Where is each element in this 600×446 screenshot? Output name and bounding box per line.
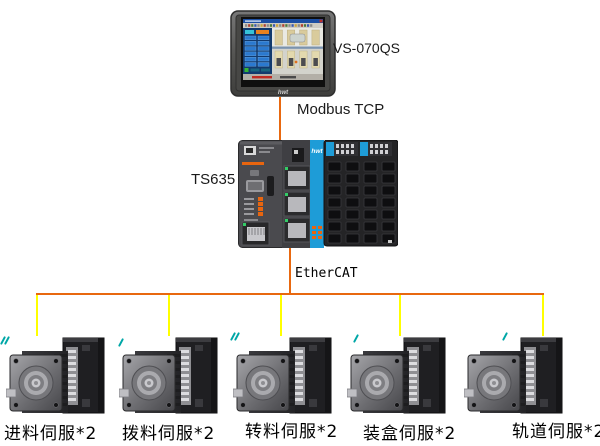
connector-plc-bus — [289, 248, 291, 293]
ethercat-bus-line — [36, 293, 544, 295]
hmi-panel-image: hwt — [230, 10, 336, 97]
servo-image-1 — [6, 337, 114, 417]
servo-label-5: 轨道伺服*2 — [512, 422, 600, 442]
servo-image-2 — [119, 337, 227, 417]
hmi-brand-logo: hwt — [278, 90, 289, 96]
drop-line-1 — [36, 295, 38, 336]
servo-label-1: 进料伺服*2 — [4, 424, 98, 444]
connector-hmi-plc — [279, 97, 281, 140]
plc-brand-logo: hwt — [311, 148, 323, 155]
drop-line-5 — [542, 295, 544, 336]
servo-label-3: 转料伺服*2 — [245, 422, 339, 442]
ethercat-label: EtherCAT — [295, 266, 358, 281]
servo-image-3 — [233, 337, 341, 417]
drop-line-2 — [168, 295, 170, 336]
hmi-model-label: VS-070QS — [333, 40, 400, 56]
servo-label-4: 装盒伺服*2 — [363, 424, 457, 444]
modbus-tcp-label: Modbus TCP — [297, 101, 385, 118]
drop-line-4 — [399, 295, 401, 336]
servo-label-2: 拨料伺服*2 — [122, 424, 216, 444]
plc-model-label: TS635 — [191, 171, 236, 188]
servo-image-4 — [347, 337, 455, 417]
plc-controller-image: hwt — [238, 140, 398, 248]
drop-line-3 — [280, 295, 282, 336]
servo-image-5 — [464, 337, 572, 417]
